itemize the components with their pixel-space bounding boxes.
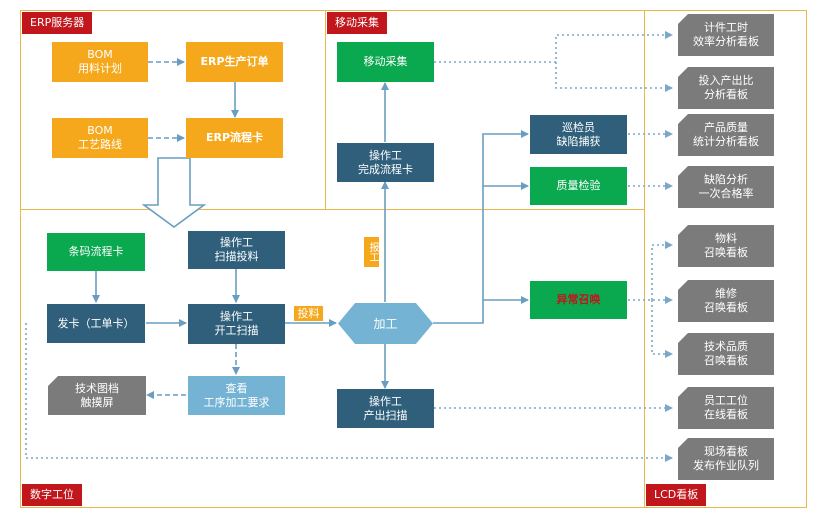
bom-material-plan: BOM 用料计划 <box>52 42 148 82</box>
operator-start-scan-line-1: 操作工 <box>220 310 253 323</box>
lcd-board-repair-call: 维修 召唤看板 <box>678 280 774 322</box>
tech-drawing-touchscreen-line-2: 触摸屏 <box>80 395 114 409</box>
lcd-board-tag: LCD看板 <box>646 484 707 506</box>
erp-production-order: ERP生产订单 <box>186 42 283 82</box>
lcd-board-quality-stats: 产品质量 统计分析看板 <box>678 114 774 156</box>
dotted-abnormal-branch <box>651 241 673 300</box>
dotted-collect-to-ratio <box>555 62 673 92</box>
digital-station-tag: 数字工位 <box>22 484 82 506</box>
inspector-defect-capture-line-2: 缺陷捕获 <box>556 134 601 148</box>
lcd-board-staff-online: 员工工位 在线看板 <box>678 387 774 429</box>
issue-work-order-card-label: 发卡（工单卡） <box>57 316 135 330</box>
feed-label: 投料 <box>294 306 323 321</box>
lcd-board-material-call-line-2: 召唤看板 <box>704 246 748 259</box>
mobile-collection-node: 移动采集 <box>337 42 434 82</box>
operator-output-scan-line-2: 产出扫描 <box>363 408 408 422</box>
quality-inspection-label: 质量检验 <box>556 179 601 192</box>
barcode-flow-card: 条码流程卡 <box>47 233 145 271</box>
lcd-board-tech-quality-call: 技术品质 召唤看板 <box>678 333 774 375</box>
mobile-collection-label: 移动采集 <box>363 55 408 68</box>
lcd-board-input-output-line-2: 分析看板 <box>704 88 748 101</box>
lcd-board-quality-stats-line-2: 统计分析看板 <box>693 135 759 148</box>
bom-material-plan-line-1: BOM <box>87 48 113 61</box>
bom-process-route: BOM 工艺路线 <box>52 118 148 158</box>
erp-to-station-hollow-arrow <box>141 157 207 228</box>
tech-drawing-touchscreen: 技术图档 触摸屏 <box>48 376 146 415</box>
inspector-defect-capture: 巡检员 缺陷捕获 <box>530 115 627 154</box>
lcd-board-defect-analysis-line-2: 一次合格率 <box>698 187 754 200</box>
report-label: 报工 <box>364 237 379 267</box>
lcd-board-repair-call-line-2: 召唤看板 <box>704 301 748 314</box>
lcd-board-tech-quality-call-line-1: 技术品质 <box>704 340 748 353</box>
operator-output-scan: 操作工 产出扫描 <box>337 389 434 428</box>
operator-start-scan-line-2: 开工扫描 <box>214 324 259 337</box>
barcode-flow-card-label: 条码流程卡 <box>68 245 124 258</box>
view-process-requirements-line-2: 工序加工要求 <box>203 395 270 409</box>
dotted-collect-to-boards <box>434 31 673 63</box>
lcd-board-field-queue-line-1: 现场看板 <box>704 445 748 458</box>
abnormal-call-label: 异常召唤 <box>556 293 601 306</box>
lcd-board-input-output-line-1: 投入产出比 <box>698 74 754 87</box>
lcd-board-material-call-line-1: 物料 <box>715 232 737 245</box>
lcd-board-section <box>644 10 807 508</box>
bom-process-route-line-1: BOM <box>87 124 113 137</box>
mobile-collection-tag: 移动采集 <box>327 12 387 34</box>
lcd-board-staff-online-line-1: 员工工位 <box>704 394 748 407</box>
processing-hexagon: 加工 <box>338 303 433 344</box>
quality-inspection: 质量检验 <box>530 167 627 205</box>
bom-material-plan-line-2: 用料计划 <box>78 62 122 75</box>
operator-complete-card: 操作工 完成流程卡 <box>337 143 434 182</box>
dotted-abnormal-branch-2 <box>651 300 673 358</box>
lcd-board-piecework: 计件工时 效率分析看板 <box>678 14 774 56</box>
issue-work-order-card: 发卡（工单卡） <box>47 304 145 343</box>
lcd-board-input-output: 投入产出比 分析看板 <box>678 67 774 109</box>
erp-server-tag: ERP服务器 <box>22 12 93 34</box>
operator-complete-card-line-1: 操作工 <box>369 148 402 162</box>
operator-scan-feed-line-2: 扫描投料 <box>214 250 259 263</box>
lcd-board-staff-online-line-2: 在线看板 <box>704 408 748 421</box>
lcd-board-repair-call-line-1: 维修 <box>715 287 737 300</box>
erp-production-order-label: ERP生产订单 <box>200 55 269 68</box>
lcd-board-field-queue-line-2: 发布作业队列 <box>693 459 759 472</box>
operator-scan-feed: 操作工 扫描投料 <box>188 231 285 269</box>
lcd-board-tech-quality-call-line-2: 召唤看板 <box>704 354 748 367</box>
view-process-requirements: 查看 工序加工要求 <box>188 376 285 415</box>
erp-flow-card: ERP流程卡 <box>186 118 283 158</box>
view-process-requirements-line-1: 查看 <box>225 381 248 395</box>
operator-start-scan: 操作工 开工扫描 <box>188 304 285 344</box>
erp-flow-card-label: ERP流程卡 <box>205 131 264 144</box>
lcd-board-piecework-line-2: 效率分析看板 <box>693 35 759 48</box>
dotted-issue-to-field <box>25 323 673 462</box>
arrow-process-branch <box>433 130 529 324</box>
lcd-board-defect-analysis-line-1: 缺陷分析 <box>704 173 748 186</box>
operator-output-scan-line-1: 操作工 <box>369 394 402 408</box>
inspector-defect-capture-line-1: 巡检员 <box>562 120 595 134</box>
lcd-board-piecework-line-1: 计件工时 <box>704 21 748 34</box>
abnormal-call: 异常召唤 <box>530 281 627 319</box>
bom-process-route-line-2: 工艺路线 <box>78 138 122 151</box>
lcd-board-field-queue: 现场看板 发布作业队列 <box>678 438 774 480</box>
lcd-board-quality-stats-line-1: 产品质量 <box>704 121 748 134</box>
operator-scan-feed-line-1: 操作工 <box>220 236 253 249</box>
processing-label: 加工 <box>373 316 398 331</box>
lcd-board-defect-analysis: 缺陷分析 一次合格率 <box>678 166 774 208</box>
lcd-board-material-call: 物料 召唤看板 <box>678 225 774 267</box>
tech-drawing-touchscreen-line-1: 技术图档 <box>75 381 119 395</box>
operator-complete-card-line-2: 完成流程卡 <box>358 162 413 176</box>
